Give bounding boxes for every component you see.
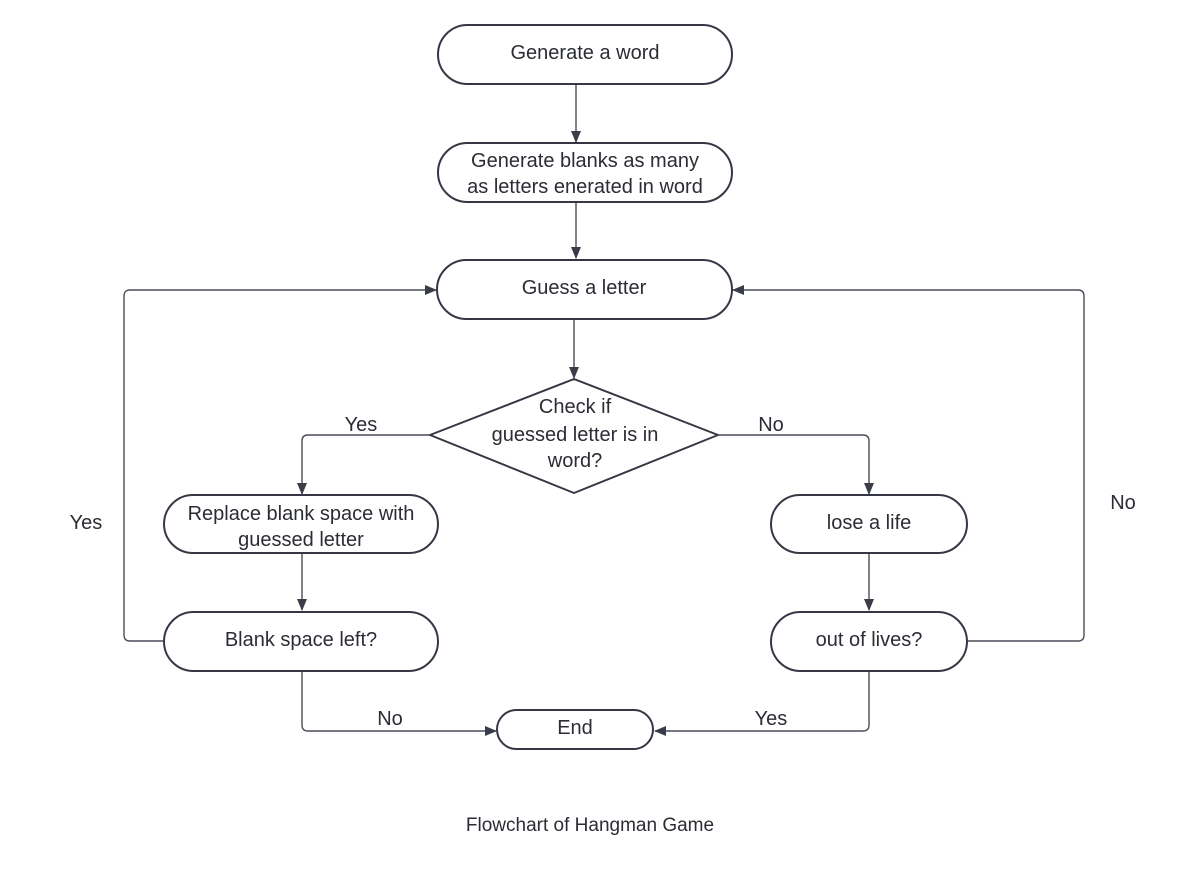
edge-labels: Yes No Yes No No Yes xyxy=(70,414,1136,730)
diagram-caption: Flowchart of Hangman Game xyxy=(466,815,714,836)
node-end-line-1: End xyxy=(557,717,593,739)
edge-blank-left-yes-to-guess xyxy=(123,285,437,642)
edge-label-lives-yes: Yes xyxy=(755,708,788,730)
edge-out-of-lives-no-to-guess xyxy=(732,285,1085,642)
edge-check-no-to-lose-life xyxy=(718,434,874,495)
node-replace-blank-line-1: Replace blank space with xyxy=(188,503,415,525)
node-blank-left-line-1: Blank space left? xyxy=(225,629,377,651)
edge-label-check-yes: Yes xyxy=(345,414,378,436)
node-generate-word-line-1: Generate a word xyxy=(511,42,660,64)
node-out-of-lives-line-1: out of lives? xyxy=(816,629,923,651)
edge-check-yes-to-replace xyxy=(297,434,430,495)
node-check-letter: Check if guessed letter is in word? xyxy=(429,378,719,494)
edges xyxy=(123,84,1085,736)
node-replace-blank: Replace blank space with guessed letter xyxy=(163,494,439,554)
node-generate-blanks-line-2: as letters enerated in word xyxy=(467,176,703,198)
node-blank-left: Blank space left? xyxy=(163,611,439,672)
node-end: End xyxy=(496,709,654,750)
node-check-letter-line-3: word? xyxy=(547,450,602,472)
edge-blank-left-no-to-end xyxy=(301,671,497,736)
node-check-letter-line-1: Check if xyxy=(539,396,612,418)
edge-label-lives-no: No xyxy=(1110,492,1136,514)
node-check-letter-line-2: guessed letter is in xyxy=(492,424,659,446)
edge-out-of-lives-yes-to-end xyxy=(654,671,870,736)
node-generate-word: Generate a word xyxy=(437,24,733,85)
node-lose-life: lose a life xyxy=(770,494,968,554)
node-lose-life-line-1: lose a life xyxy=(827,512,912,534)
edge-label-blank-no: No xyxy=(377,708,403,730)
node-guess-letter-line-1: Guess a letter xyxy=(522,277,647,299)
node-generate-blanks: Generate blanks as many as letters enera… xyxy=(437,142,733,203)
node-guess-letter: Guess a letter xyxy=(436,259,733,320)
node-replace-blank-line-2: guessed letter xyxy=(238,529,364,551)
node-generate-blanks-line-1: Generate blanks as many xyxy=(471,150,699,172)
edge-label-blank-yes: Yes xyxy=(70,512,103,534)
edge-label-check-no: No xyxy=(758,414,784,436)
node-out-of-lives: out of lives? xyxy=(770,611,968,672)
